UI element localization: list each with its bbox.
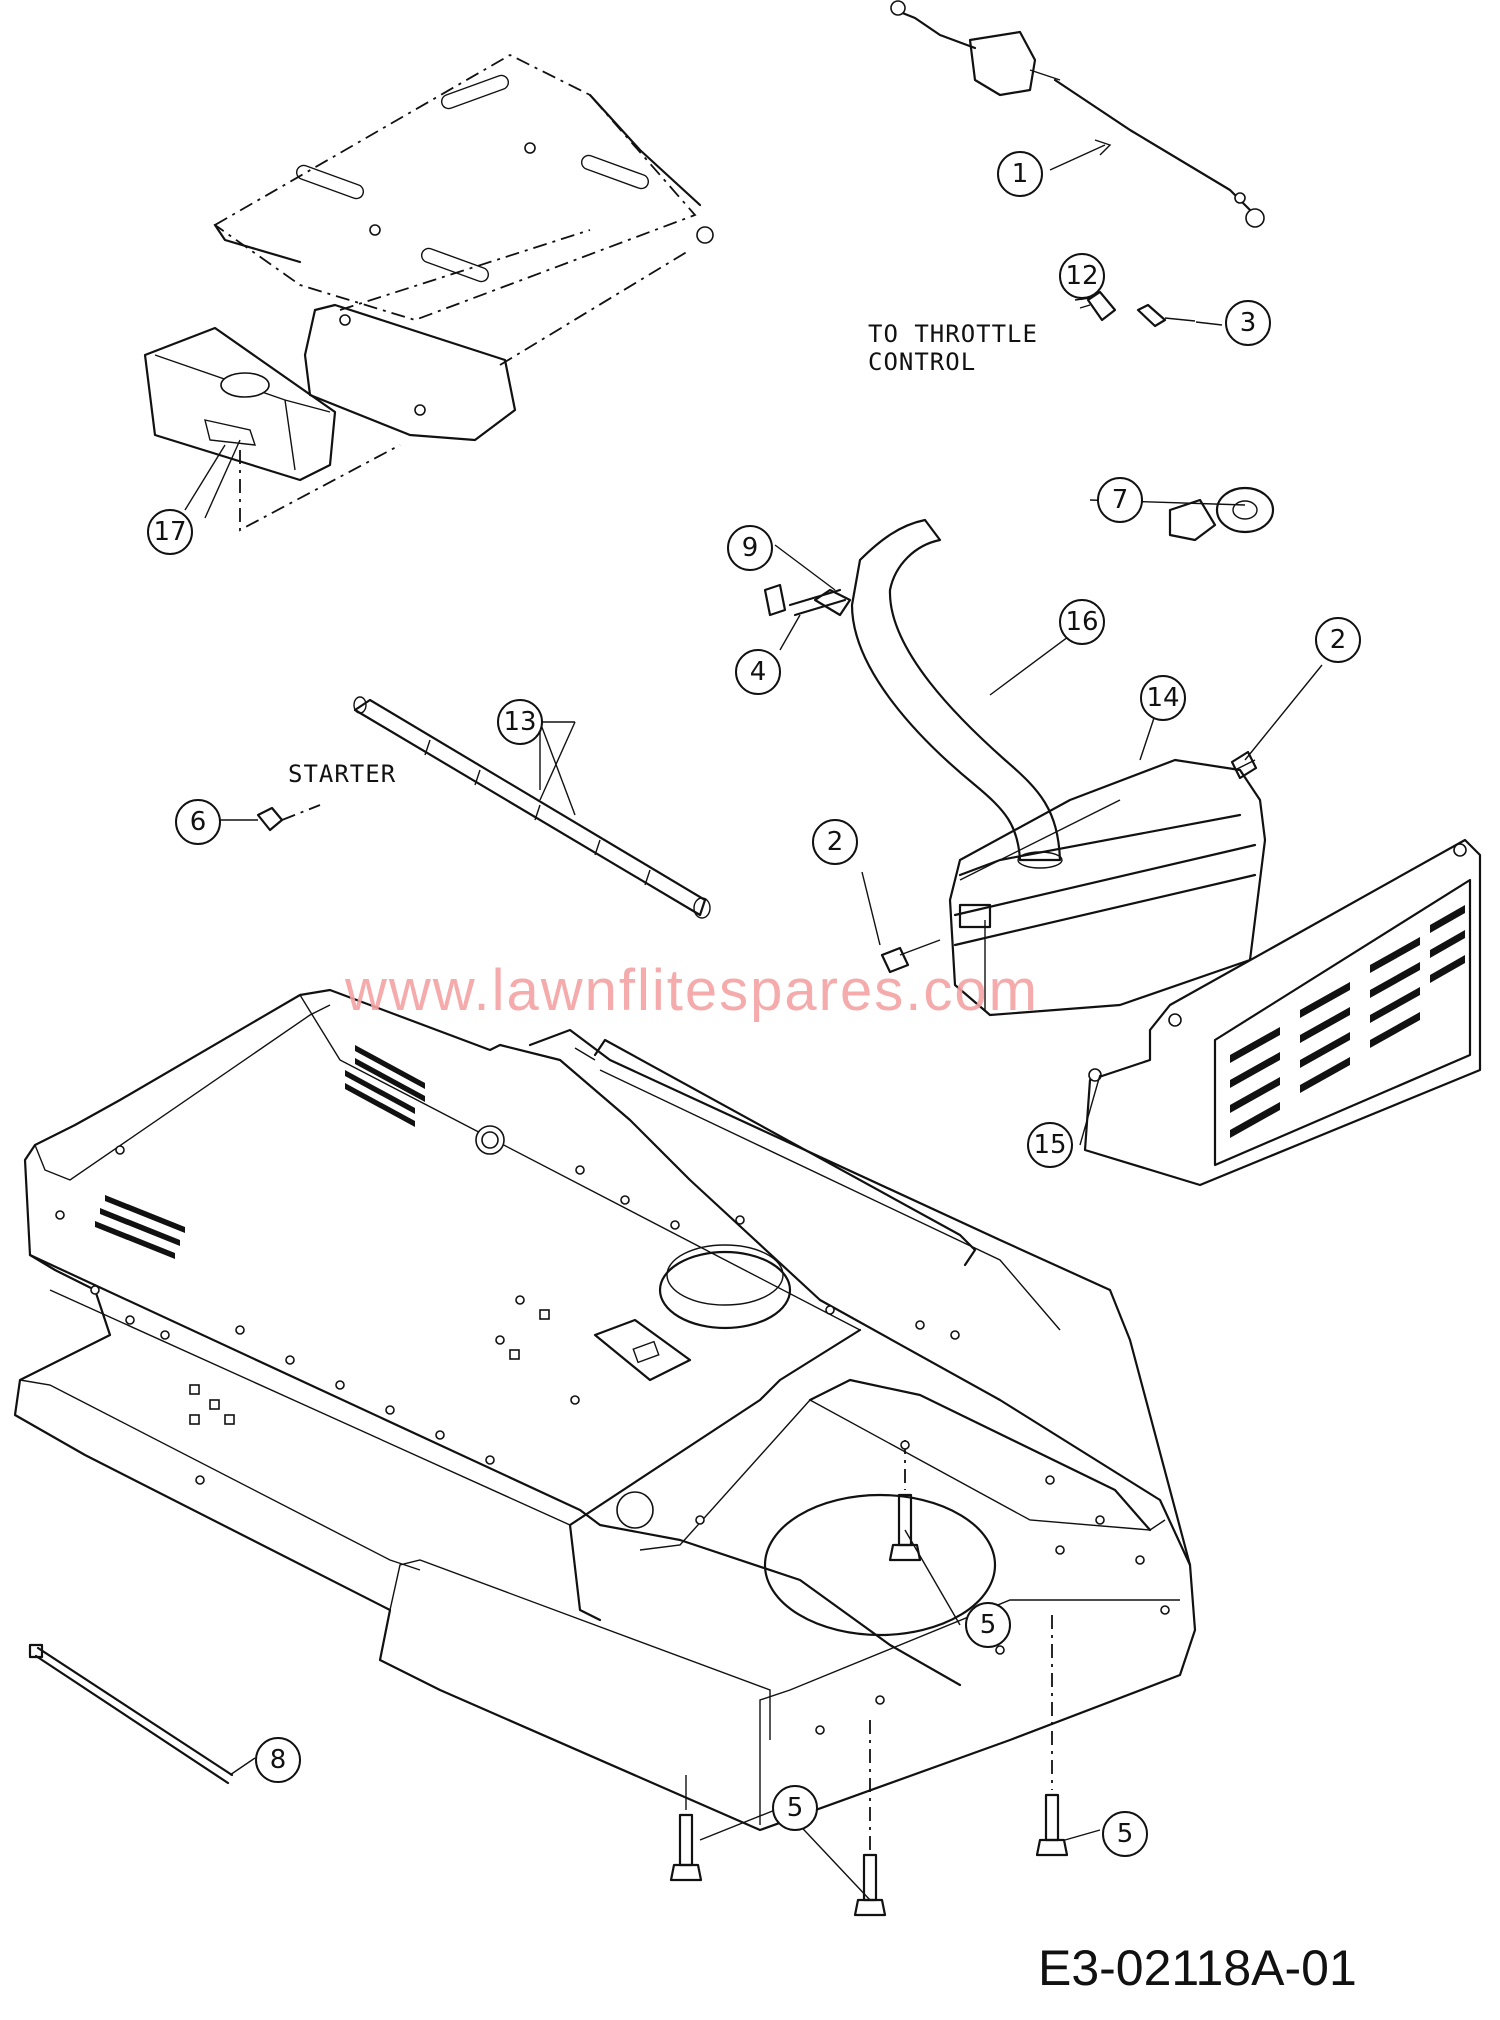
- bolt-right-bottom: [1035, 1615, 1069, 1857]
- drawing-number: E3-02118A-01: [1038, 1940, 1357, 1996]
- callout-9: 9: [727, 525, 773, 571]
- part-13-starter-tube: [353, 696, 711, 919]
- shield-vent-slots: [1230, 905, 1465, 1138]
- bolt-center: [888, 1440, 922, 1562]
- svg-text:7: 7: [1112, 485, 1129, 515]
- callout-2-mid: 2: [812, 819, 858, 865]
- part-15-heat-shield: [1083, 838, 1482, 1187]
- svg-text:16: 16: [1065, 607, 1098, 637]
- callout-5-bottom-left: 5: [772, 1785, 818, 1831]
- callout-5-bottom-right: 5: [1102, 1811, 1148, 1857]
- part-5-bolts: [669, 1440, 1069, 1917]
- callout-15: 15: [1027, 1122, 1073, 1168]
- svg-text:14: 14: [1146, 683, 1179, 713]
- svg-text:6: 6: [190, 807, 207, 837]
- part-14-muffler: [948, 758, 1267, 1017]
- svg-text:17: 17: [153, 517, 186, 547]
- throttle-connector: [1079, 290, 1196, 328]
- throttle-label-line2: CONTROL: [868, 348, 976, 376]
- part-1-cable: [890, 0, 1265, 228]
- svg-text:13: 13: [503, 707, 536, 737]
- callout-2-top: 2: [1315, 617, 1361, 663]
- svg-text:5: 5: [980, 1610, 997, 1640]
- svg-text:4: 4: [750, 657, 767, 687]
- svg-text:8: 8: [270, 1745, 287, 1775]
- part-8-cable-tie: [28, 1643, 234, 1785]
- starter-label: STARTER: [288, 760, 396, 788]
- part-16-exhaust-pipe: [850, 518, 1063, 869]
- svg-text:9: 9: [742, 533, 759, 563]
- svg-text:15: 15: [1033, 1130, 1066, 1160]
- svg-text:2: 2: [827, 827, 844, 857]
- callout-12: 12: [1059, 253, 1105, 299]
- exhaust-gasket-and-fasteners: [763, 486, 1275, 617]
- callout-8: 8: [255, 1737, 301, 1783]
- svg-text:5: 5: [1117, 1819, 1134, 1849]
- part-6-nut: [256, 804, 321, 832]
- svg-text:5: 5: [787, 1793, 804, 1823]
- callout-6: 6: [175, 799, 221, 845]
- muffler-bolts: [880, 750, 1258, 974]
- throttle-label-line1: TO THROTTLE: [868, 320, 1038, 348]
- bolt-mid-bottom: [853, 1720, 887, 1917]
- svg-text:1: 1: [1012, 159, 1029, 189]
- callout-1: 1: [997, 151, 1043, 197]
- callout-16: 16: [1059, 599, 1105, 645]
- frame-vent-slots: [95, 1045, 425, 1259]
- main-frame: [13, 988, 1197, 1832]
- callout-3: 3: [1225, 300, 1271, 346]
- svg-text:2: 2: [1330, 625, 1347, 655]
- callout-17: 17: [147, 509, 193, 555]
- bolt-left-bottom: [669, 1775, 703, 1882]
- callout-7: 7: [1097, 477, 1143, 523]
- callout-13: 13: [497, 699, 543, 745]
- callout-4: 4: [735, 649, 781, 695]
- part-17-cover: [143, 326, 401, 532]
- watermark: www.lawnflitespares.com: [344, 958, 1039, 1023]
- callouts: 1 12 3 17 7 9 16 2 14 4 13 6 2 15 5 8 5 …: [147, 151, 1361, 1857]
- callout-5-center: 5: [965, 1602, 1011, 1648]
- seat-mount-plate: [213, 53, 714, 442]
- svg-text:3: 3: [1240, 308, 1257, 338]
- svg-text:12: 12: [1065, 261, 1098, 291]
- callout-14: 14: [1140, 675, 1186, 721]
